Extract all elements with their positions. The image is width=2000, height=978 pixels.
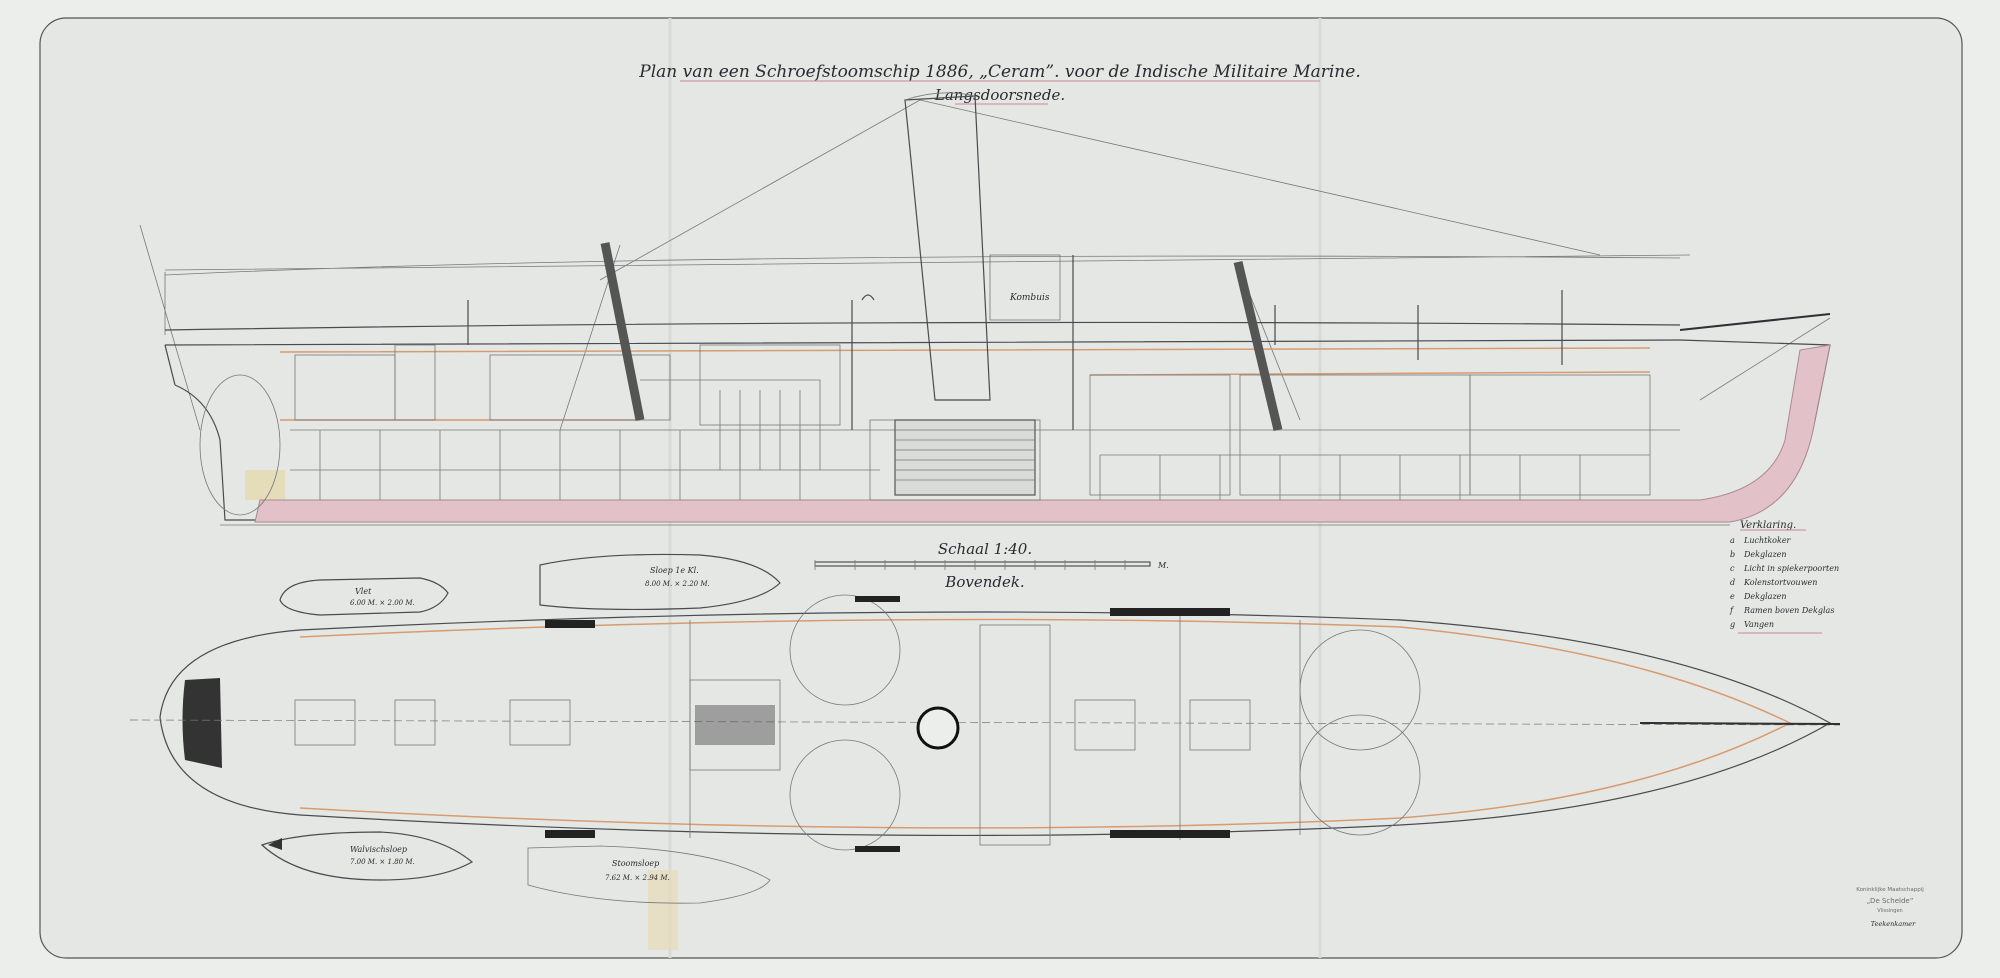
boat-vlet: Vlet 6.00 M. × 2.00 M. [279, 577, 449, 616]
legend-key: c [1730, 564, 1735, 573]
legend-item: Ramen boven Dekglas [1743, 606, 1834, 615]
boat-name: Walvischsloep [350, 845, 407, 854]
boat-dims: 7.62 M. × 2.94 M. [605, 874, 670, 882]
stamp-signature: Teekenkamer [1871, 920, 1916, 928]
stamp-text: Vlissingen [1877, 908, 1902, 914]
deck-plan [129, 594, 1841, 852]
legend-key: a [1730, 536, 1735, 545]
scale-label: Schaal 1:40. [938, 540, 1032, 558]
legend-title: Verklaring. [1740, 520, 1796, 531]
legend-key: e [1730, 592, 1735, 601]
stern-propeller-aperture [199, 374, 281, 516]
legend-item: Licht in spiekerpoorten [1743, 564, 1839, 573]
boat-name: Stoomsloep [612, 859, 659, 868]
drawing-subtitle: Langsdoorsnede. [934, 86, 1065, 104]
boat-dims: 8.00 M. × 2.20 M. [645, 580, 710, 588]
galley-label: Kombuis [1009, 293, 1050, 303]
legend-item: Luchtkoker [1743, 536, 1792, 545]
boat-stoomsloep: Stoomsloep 7.62 M. × 2.94 M. [527, 845, 771, 904]
shipyard-stamp: Koninklijke Maatschappij „De Schelde” Vl… [1856, 887, 1924, 928]
fore-mast [1233, 260, 1283, 432]
legend-item: Vangen [1744, 620, 1774, 629]
legend-key: d [1730, 578, 1735, 587]
mizzen-mast [600, 242, 645, 421]
galley-house [989, 254, 1061, 321]
longitudinal-section: Kombuis [139, 92, 1831, 526]
boiler-block [894, 419, 1036, 496]
bowsprit [1679, 313, 1831, 331]
boat-name: Sloep 1e Kl. [650, 566, 699, 575]
legend-item: Dekglazen [1743, 592, 1787, 601]
ventilators [467, 255, 1563, 430]
funnel-plan [916, 706, 960, 750]
deck-plan-title: Bovendek. [944, 573, 1024, 591]
boat-name: Vlet [355, 587, 372, 596]
stamp-text: „De Schelde” [1867, 897, 1914, 905]
boat-walvischsloep: Walvischsloep 7.00 M. × 1.80 M. [260, 831, 474, 881]
boat-dims: 7.00 M. × 1.80 M. [350, 858, 415, 866]
legend-key: g [1730, 620, 1735, 629]
legend-key: b [1730, 550, 1735, 559]
tape-stain [648, 870, 678, 950]
drawing-title: Plan van een Schroefstoomschip 1886, „Ce… [638, 62, 1360, 82]
legend-key: f [1729, 606, 1735, 615]
boat-sloep: Sloep 1e Kl. 8.00 M. × 2.20 M. [539, 553, 781, 611]
centerline [129, 719, 1841, 726]
stern-grating [182, 678, 222, 768]
legend-item: Kolenstortvouwen [1743, 578, 1817, 587]
deck-hatches [294, 594, 1421, 851]
funnel [904, 95, 991, 401]
boat-dims: 6.00 M. × 2.00 M. [350, 599, 415, 607]
tape-stain [245, 470, 285, 500]
engine-skylight [695, 705, 775, 745]
hull-bottom-plating [254, 344, 1831, 523]
legend-item: Dekglazen [1743, 550, 1787, 559]
scale-bar: Schaal 1:40. M. [814, 540, 1169, 570]
scale-unit: M. [1157, 561, 1169, 570]
stamp-text: Koninklijke Maatschappij [1856, 887, 1924, 893]
skylight-gratings [545, 596, 1230, 852]
